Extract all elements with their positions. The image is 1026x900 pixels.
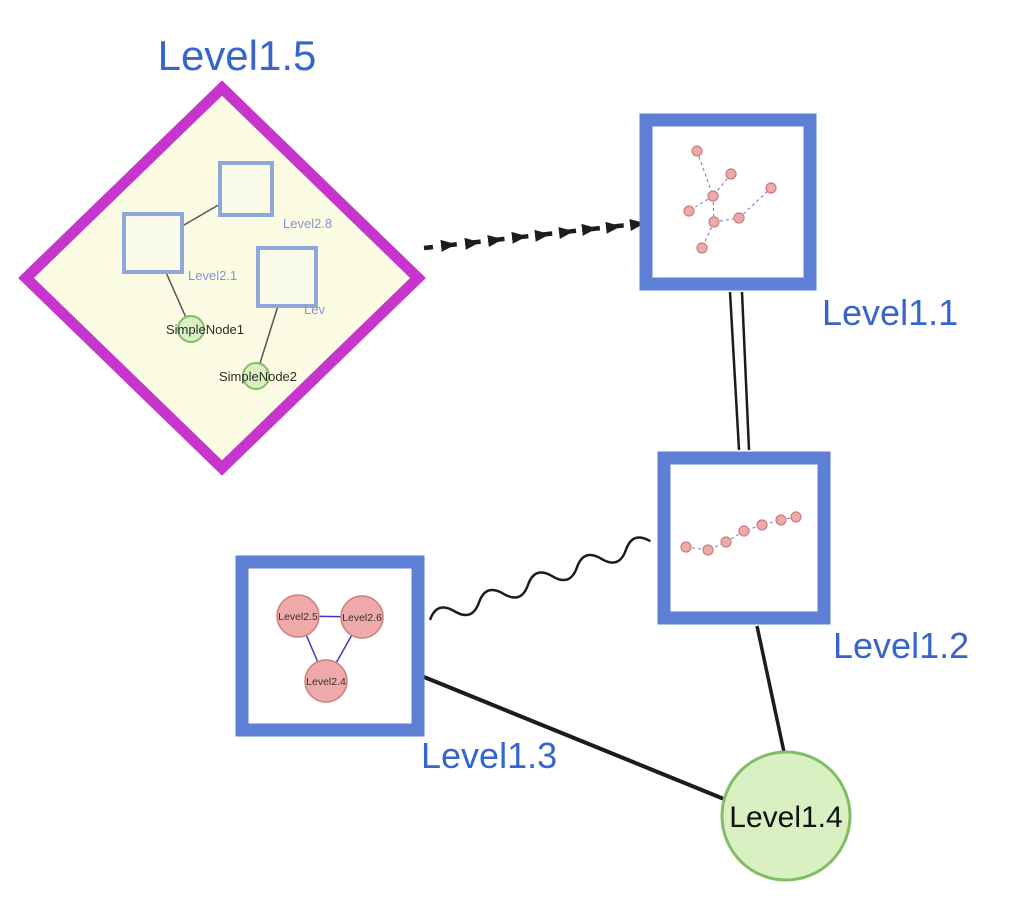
node-simplenode1-label: SimpleNode1 xyxy=(166,322,244,337)
mini-node xyxy=(680,541,692,553)
node-level28-label: Level2.8 xyxy=(283,216,332,231)
mini-edge xyxy=(712,195,715,223)
level13-box[interactable] xyxy=(235,555,425,737)
node-level26[interactable] xyxy=(340,595,384,639)
group-node-level11[interactable] xyxy=(639,113,817,291)
mini-node xyxy=(691,145,703,157)
mini-node xyxy=(683,205,695,217)
mini-node xyxy=(733,212,745,224)
node-level2-truncated-label: Lev xyxy=(304,302,325,317)
group-node-level15[interactable]: Level2.8 Level2.1 Lev SimpleNode1 Simple… xyxy=(18,80,426,476)
level15-diamond-shape[interactable] xyxy=(18,80,426,476)
mini-node xyxy=(702,544,714,556)
level11-inner-graph xyxy=(683,145,777,254)
mini-node xyxy=(775,514,787,526)
node-level21[interactable] xyxy=(122,212,184,274)
node-level14-label: Level1.4 xyxy=(729,801,842,834)
node-level13-label: Level1.3 xyxy=(421,735,557,776)
double-line-b xyxy=(740,291,751,451)
mini-edge xyxy=(738,187,772,219)
mini-node xyxy=(738,525,750,537)
group-node-level13[interactable]: Level2.5 Level2.6 Level2.4 xyxy=(235,555,425,737)
node-level24[interactable] xyxy=(304,659,348,703)
node-level11-label: Level1.1 xyxy=(822,292,958,333)
mini-node xyxy=(756,519,768,531)
node-level25[interactable] xyxy=(276,594,320,638)
node-simplenode2[interactable] xyxy=(242,362,270,390)
node-level24-label: Level2.4 xyxy=(306,676,346,688)
mini-node xyxy=(696,242,708,254)
mini-node xyxy=(725,168,737,180)
group-node-level12[interactable] xyxy=(657,451,831,625)
edge-level13-level12-wavy[interactable] xyxy=(427,534,653,628)
level11-box[interactable] xyxy=(639,113,817,291)
dashed-arrow-line xyxy=(423,221,637,251)
dashed-arrow-heads xyxy=(440,219,645,252)
mini-node xyxy=(720,536,732,548)
node-simplenode2-label: SimpleNode2 xyxy=(219,369,297,384)
node-level14[interactable] xyxy=(720,750,852,882)
edge-level15-level11[interactable] xyxy=(423,219,645,252)
mini-node xyxy=(707,190,719,202)
node-level21-label: Level2.1 xyxy=(188,268,237,283)
node-simplenode1[interactable] xyxy=(177,315,205,343)
level13-inner-graph: Level2.5 Level2.6 Level2.4 xyxy=(276,594,384,703)
mini-node xyxy=(708,216,720,228)
level12-inner-graph xyxy=(680,511,802,556)
edge-level13-level14[interactable] xyxy=(423,675,725,801)
mini-node xyxy=(790,511,802,523)
mini-edge xyxy=(713,217,740,223)
node-level15-label: Level1.5 xyxy=(158,32,317,79)
mini-edge xyxy=(696,150,714,197)
mini-edge xyxy=(712,173,732,197)
node-level26-label: Level2.6 xyxy=(342,612,382,624)
node-level25-label: Level2.5 xyxy=(278,611,318,623)
edge-level12-level14[interactable] xyxy=(755,625,786,753)
mini-edge xyxy=(688,195,714,212)
level12-box[interactable] xyxy=(657,451,831,625)
node-level12-label: Level1.2 xyxy=(833,625,969,666)
node-level2-truncated[interactable] xyxy=(256,246,318,308)
edge-level11-level12[interactable] xyxy=(728,291,751,451)
double-line-a xyxy=(728,291,741,451)
node-level28[interactable] xyxy=(218,161,274,217)
mini-node xyxy=(765,182,777,194)
mini-edge xyxy=(701,221,715,249)
